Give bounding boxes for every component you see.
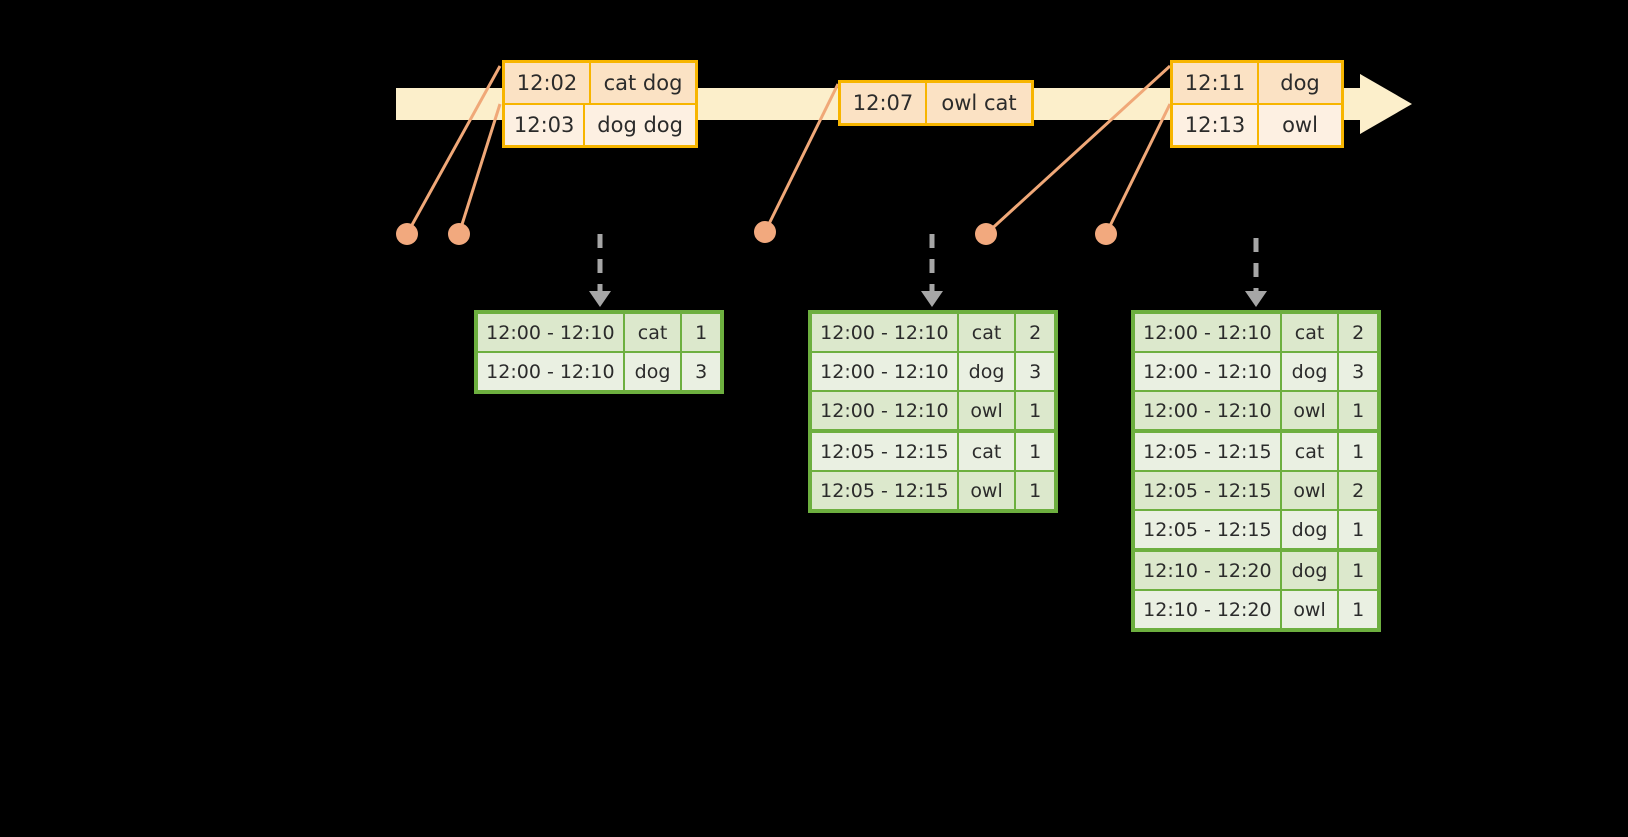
event-payload: owl bbox=[1282, 113, 1318, 137]
event-payload: owl cat bbox=[941, 91, 1017, 115]
connector-dot-1 bbox=[396, 223, 418, 245]
connector-dot-3-line bbox=[763, 83, 840, 233]
dashed-arrow-1-head bbox=[589, 291, 611, 307]
result-key: cat bbox=[1282, 314, 1340, 351]
result-window: 12:00 - 12:10 bbox=[812, 392, 959, 429]
result-window: 12:00 - 12:10 bbox=[1135, 392, 1282, 429]
result-key: cat bbox=[959, 314, 1017, 351]
event-time: 12:13 bbox=[1173, 105, 1259, 145]
connector-dot-5 bbox=[1095, 223, 1117, 245]
result-count: 1 bbox=[1029, 479, 1042, 502]
result-count: 3 bbox=[695, 360, 708, 383]
result-count: 2 bbox=[1029, 321, 1042, 344]
result-key: cat bbox=[959, 433, 1017, 470]
event-payload: cat dog bbox=[603, 71, 683, 95]
event-row: 12:11 dog bbox=[1173, 63, 1341, 103]
event-payload: dog dog bbox=[597, 113, 683, 137]
result-count: 1 bbox=[1352, 598, 1365, 621]
event-row: 12:07 owl cat bbox=[841, 83, 1031, 123]
result-count: 3 bbox=[1029, 360, 1042, 383]
event-row: 12:02 cat dog bbox=[505, 63, 695, 103]
result-key: dog bbox=[1282, 353, 1340, 390]
result-count: 3 bbox=[1352, 360, 1365, 383]
result-key: owl bbox=[959, 472, 1017, 509]
connector-dot-1-line bbox=[405, 65, 502, 235]
event-group-2: 12:07 owl cat bbox=[838, 80, 1034, 126]
result-window: 12:00 - 12:10 bbox=[478, 314, 625, 351]
result-key: cat bbox=[1282, 433, 1340, 470]
event-group-3: 12:11 dog 12:13 owl bbox=[1170, 60, 1344, 148]
dashed-arrow-2-head bbox=[921, 291, 943, 307]
result-window: 12:05 - 12:15 bbox=[1135, 511, 1282, 548]
result-count: 1 bbox=[1352, 518, 1365, 541]
connector-dot-2 bbox=[448, 223, 470, 245]
connector-dot-2-line bbox=[457, 103, 502, 235]
event-row: 12:13 owl bbox=[1173, 103, 1341, 145]
result-window: 12:05 - 12:15 bbox=[812, 433, 959, 470]
connector-dot-3 bbox=[754, 221, 776, 243]
result-window: 12:05 - 12:15 bbox=[812, 472, 959, 509]
event-payload: dog bbox=[1280, 71, 1320, 95]
event-time: 12:02 bbox=[505, 63, 591, 103]
result-window: 12:00 - 12:10 bbox=[1135, 353, 1282, 390]
result-key: owl bbox=[1282, 472, 1340, 509]
result-window: 12:10 - 12:20 bbox=[1135, 591, 1282, 628]
result-key: dog bbox=[625, 353, 683, 390]
result-count: 1 bbox=[1029, 399, 1042, 422]
result-key: cat bbox=[625, 314, 683, 351]
event-group-1: 12:02 cat dog 12:03 dog dog bbox=[502, 60, 698, 148]
dashed-arrow-3-head bbox=[1245, 291, 1267, 307]
result-key: dog bbox=[1282, 511, 1340, 548]
event-row: 12:03 dog dog bbox=[505, 103, 695, 145]
result-window: 12:10 - 12:20 bbox=[1135, 552, 1282, 589]
result-count: 1 bbox=[1352, 440, 1365, 463]
result-window: 12:05 - 12:15 bbox=[1135, 433, 1282, 470]
result-window: 12:00 - 12:10 bbox=[1135, 314, 1282, 351]
result-count: 1 bbox=[695, 321, 708, 344]
event-time: 12:11 bbox=[1173, 63, 1259, 103]
result-window: 12:05 - 12:15 bbox=[1135, 472, 1282, 509]
event-time: 12:07 bbox=[841, 83, 927, 123]
result-window: 12:00 - 12:10 bbox=[812, 314, 959, 351]
result-key: owl bbox=[959, 392, 1017, 429]
result-count: 2 bbox=[1352, 321, 1365, 344]
result-window: 12:00 - 12:10 bbox=[478, 353, 625, 390]
result-window: 12:00 - 12:10 bbox=[812, 353, 959, 390]
result-key: dog bbox=[959, 353, 1017, 390]
dashed-arrow-layer bbox=[589, 234, 1267, 307]
event-time: 12:03 bbox=[505, 105, 586, 145]
result-key: owl bbox=[1282, 392, 1340, 429]
result-key: owl bbox=[1282, 591, 1340, 628]
connector-dot-5-line bbox=[1104, 103, 1172, 235]
connector-dot-4 bbox=[975, 223, 997, 245]
result-count: 1 bbox=[1352, 559, 1365, 582]
result-key: dog bbox=[1282, 552, 1340, 589]
result-count: 1 bbox=[1352, 399, 1365, 422]
result-count: 1 bbox=[1029, 440, 1042, 463]
result-count: 2 bbox=[1352, 479, 1365, 502]
